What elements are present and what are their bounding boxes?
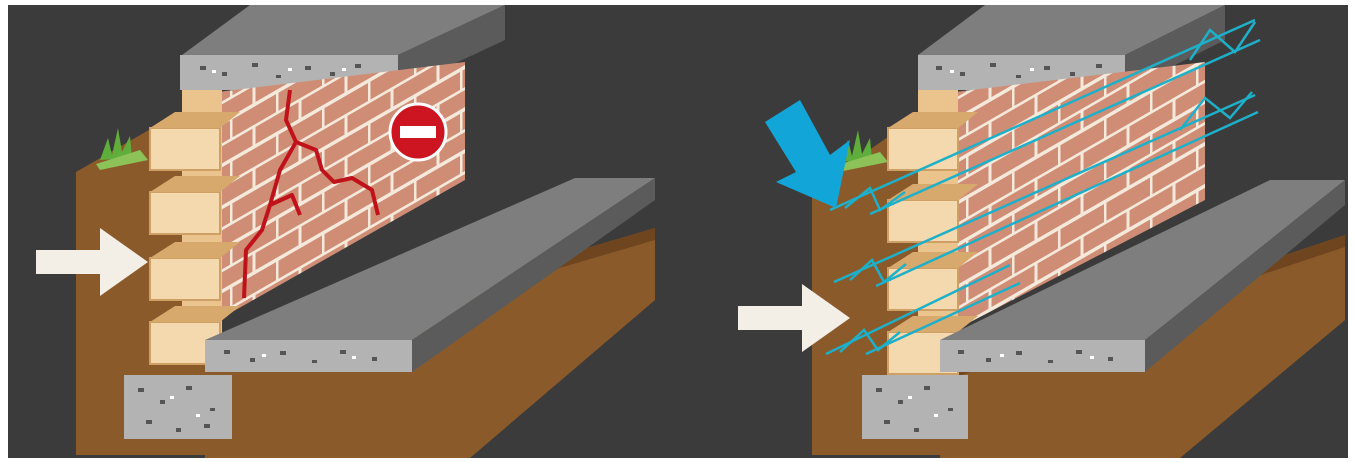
- floor-slab-front: [940, 340, 1145, 372]
- no-entry-icon: [390, 104, 446, 160]
- floor-slab-front: [205, 340, 412, 372]
